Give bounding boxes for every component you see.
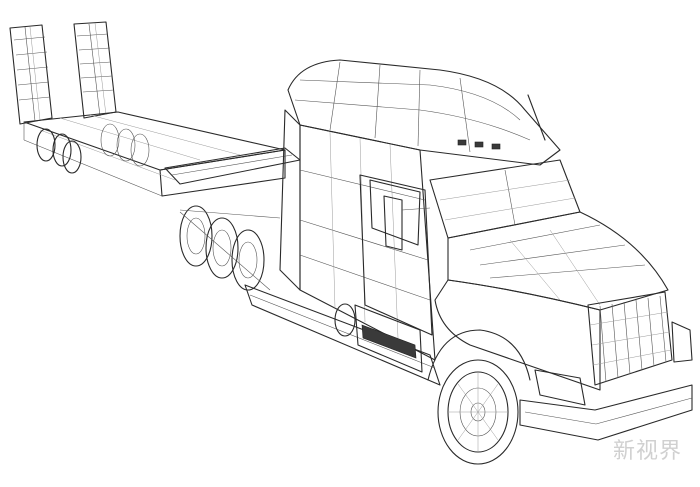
watermark-text: 新视界 [612, 439, 682, 464]
windshield [429, 139, 581, 239]
hood [434, 211, 669, 391]
trailer-wheels [36, 123, 150, 174]
trailer-ramp-left [9, 24, 53, 125]
grille [587, 291, 673, 386]
trailer-ramp-right [73, 21, 117, 119]
cab-body [279, 59, 561, 373]
front-wheel [427, 329, 531, 465]
drive-wheels [179, 205, 281, 291]
headlight-bumper [519, 321, 693, 441]
